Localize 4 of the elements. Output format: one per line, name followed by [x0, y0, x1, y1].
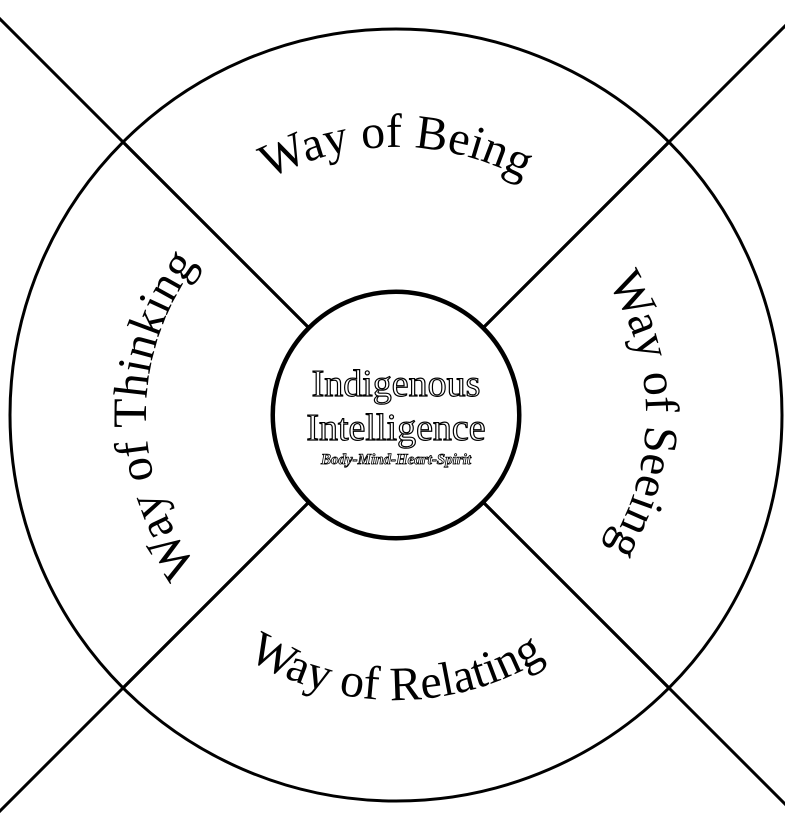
quadrant-label: Way of Being [251, 104, 542, 189]
center-subtitle: Body-Mind-Heart-Spirit [320, 452, 471, 468]
center-title: Indigenous Intelligence [305, 362, 487, 450]
quadrant-label: Way of Relating [242, 621, 550, 712]
